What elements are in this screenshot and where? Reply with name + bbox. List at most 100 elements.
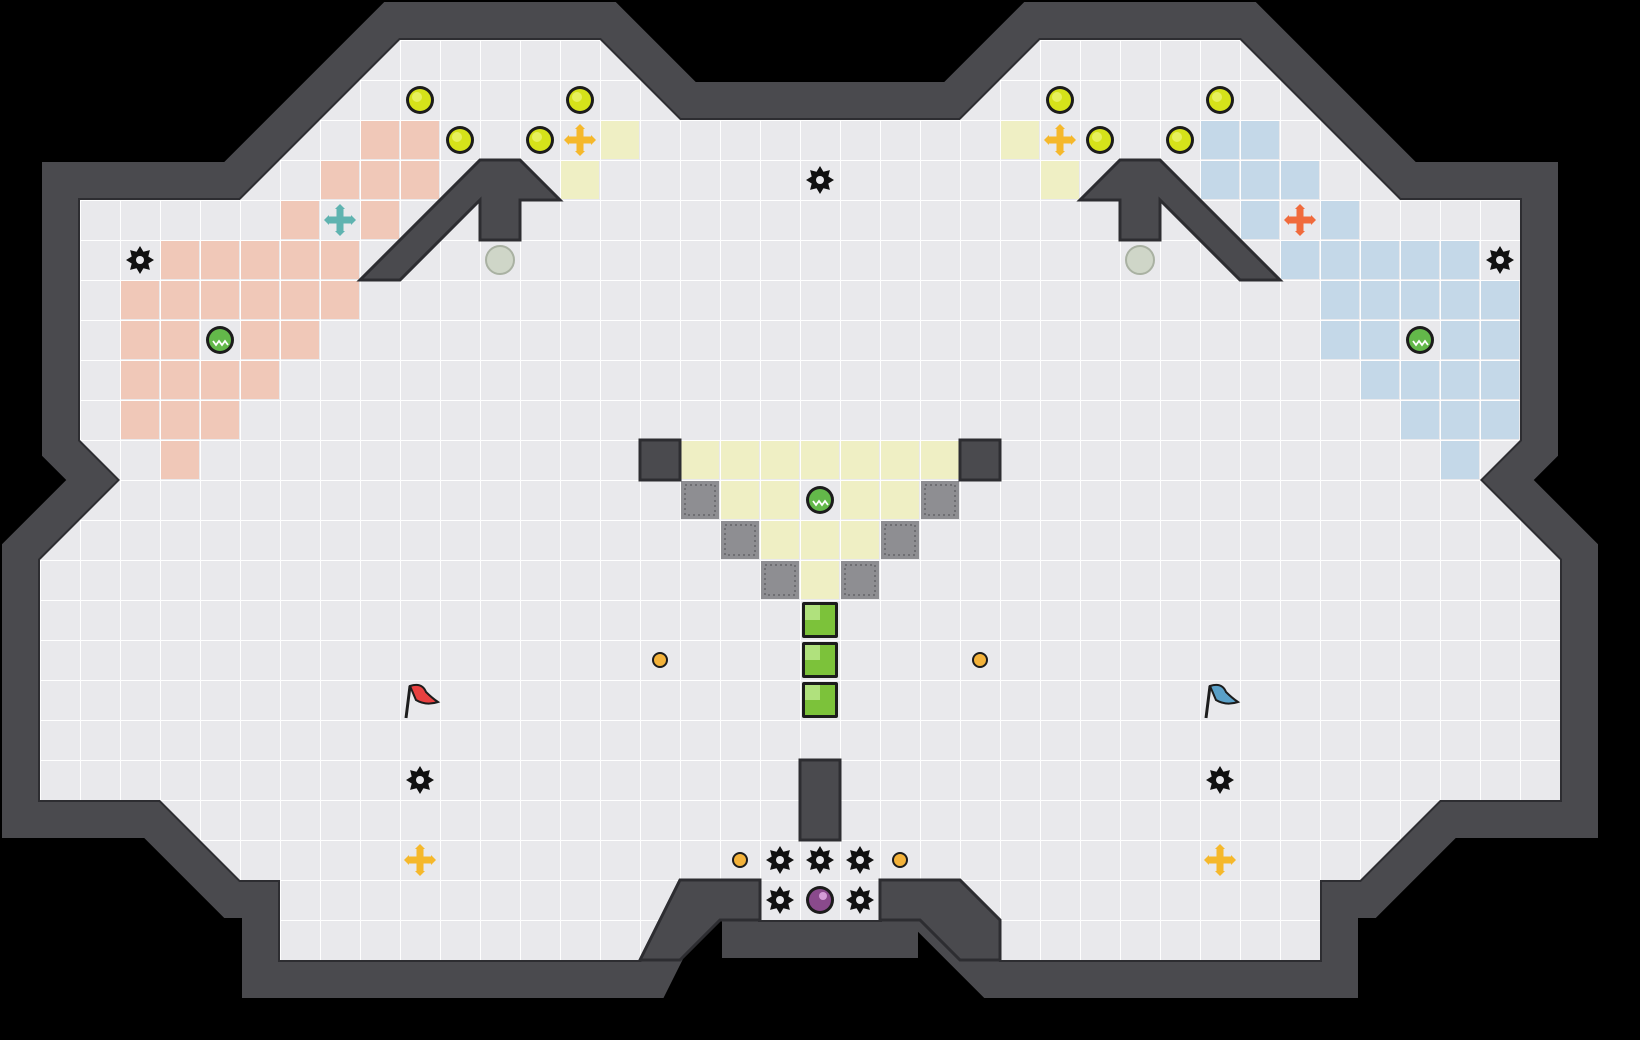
red-team-zone-tile (361, 201, 399, 239)
items (126, 86, 1514, 914)
spike-center (776, 856, 784, 864)
center-zone-tile (561, 161, 599, 199)
shield-powerup-icon[interactable] (1406, 326, 1434, 354)
left-ramp-wall (356, 158, 564, 282)
flag-cloth (408, 683, 441, 705)
grate-tile (921, 481, 959, 519)
gem-orb-icon[interactable] (406, 86, 434, 114)
center-zone-tile (1001, 121, 1039, 159)
blue-team-zone-tile (1281, 161, 1319, 199)
boost-arrowhead (1295, 204, 1305, 209)
gem-orb-icon[interactable] (566, 86, 594, 114)
blue-team-zone-tile (1241, 161, 1279, 199)
spike-mine-icon[interactable] (406, 766, 434, 794)
spike-mine-icon[interactable] (846, 886, 874, 914)
gold-dot-icon[interactable] (972, 652, 988, 668)
gold-dot-icon[interactable] (892, 852, 908, 868)
gem-highlight (1092, 132, 1102, 142)
red-team-zone-tile (321, 241, 359, 279)
boost-arrowhead (415, 844, 425, 849)
blue-team-zone-tile (1481, 321, 1519, 359)
green-block-icon[interactable] (802, 602, 838, 638)
center-zone-tile (801, 441, 839, 479)
bomb-core (809, 889, 831, 911)
boost-cross-icon[interactable] (1204, 844, 1236, 876)
red-team-zone-tile (361, 121, 399, 159)
boost-cross-icon[interactable] (564, 124, 596, 156)
green-block-icon[interactable] (802, 682, 838, 718)
boost-arrowhead (1204, 855, 1209, 865)
boost-arrowhead (1295, 231, 1305, 236)
spike-mine-icon[interactable] (766, 846, 794, 874)
gem-orb-icon[interactable] (1046, 86, 1074, 114)
red-team-zone-tile (161, 321, 199, 359)
spike-mine-icon[interactable] (126, 246, 154, 274)
red-team-zone-tile (121, 361, 159, 399)
grate-tile (681, 481, 719, 519)
boost-cross-icon[interactable] (1284, 204, 1316, 236)
gem-highlight (1172, 132, 1182, 142)
gem-orb-icon[interactable] (1086, 126, 1114, 154)
gem-highlight (412, 92, 422, 102)
blue-team-zone-tile (1361, 321, 1399, 359)
right-ramp-wall (1076, 158, 1284, 282)
red-team-zone-tile (121, 281, 159, 319)
boost-arrowhead (404, 855, 409, 865)
inactive-spawn-icon (1125, 245, 1155, 275)
gem-highlight (1212, 92, 1222, 102)
gem-orb-icon[interactable] (526, 126, 554, 154)
green-block-icon[interactable] (802, 642, 838, 678)
center-zone-tile (801, 521, 839, 559)
red-team-zone-tile (281, 321, 319, 359)
gold-dot-icon[interactable] (652, 652, 668, 668)
spike-mine-icon[interactable] (1206, 766, 1234, 794)
gem-orb-icon[interactable] (1206, 86, 1234, 114)
gold-dot-icon[interactable] (732, 852, 748, 868)
team-flag-icon[interactable] (404, 683, 441, 719)
spike-center (816, 176, 824, 184)
boost-bar-h (1207, 856, 1233, 864)
team-flag-icon[interactable] (1204, 683, 1241, 719)
spike-mine-icon[interactable] (766, 886, 794, 914)
red-team-zone-tile (161, 401, 199, 439)
block-shine (805, 685, 820, 700)
powerup-stripes (212, 339, 229, 347)
center-zone-tile (761, 521, 799, 559)
red-team-zone-tile (321, 161, 359, 199)
boost-cross-icon[interactable] (1044, 124, 1076, 156)
spike-mine-icon[interactable] (846, 846, 874, 874)
blue-team-zone-tile (1441, 441, 1479, 479)
boost-arrowhead (1231, 855, 1236, 865)
bomb-icon[interactable] (806, 886, 834, 914)
blue-team-zone-tile (1401, 281, 1439, 319)
boost-arrowhead (1311, 215, 1316, 225)
blue-team-zone-tile (1201, 161, 1239, 199)
spike-center (1216, 776, 1224, 784)
boost-arrowhead (575, 124, 585, 129)
grate-tile (721, 521, 759, 559)
boost-cross-icon[interactable] (404, 844, 436, 876)
red-team-zone-tile (161, 441, 199, 479)
boost-bar-h (327, 216, 353, 224)
boost-arrowhead (415, 871, 425, 876)
zones (121, 121, 1519, 599)
spike-mine-icon[interactable] (1486, 246, 1514, 274)
powerup-core (809, 489, 831, 511)
blue-team-zone-tile (1401, 361, 1439, 399)
grate-tile (881, 521, 919, 559)
boost-arrowhead (575, 151, 585, 156)
red-team-zone-tile (201, 361, 239, 399)
spike-mine-icon[interactable] (806, 166, 834, 194)
spike-mine-icon[interactable] (806, 846, 834, 874)
shield-powerup-icon[interactable] (806, 486, 834, 514)
gem-orb-icon[interactable] (1166, 126, 1194, 154)
boost-cross-icon[interactable] (324, 204, 356, 236)
blue-team-zone-tile (1481, 361, 1519, 399)
blue-team-zone-tile (1361, 281, 1399, 319)
gem-orb-icon[interactable] (446, 126, 474, 154)
flag-pole (404, 685, 412, 719)
shield-powerup-icon[interactable] (206, 326, 234, 354)
blue-team-zone-tile (1321, 281, 1359, 319)
red-team-zone-tile (361, 161, 399, 199)
